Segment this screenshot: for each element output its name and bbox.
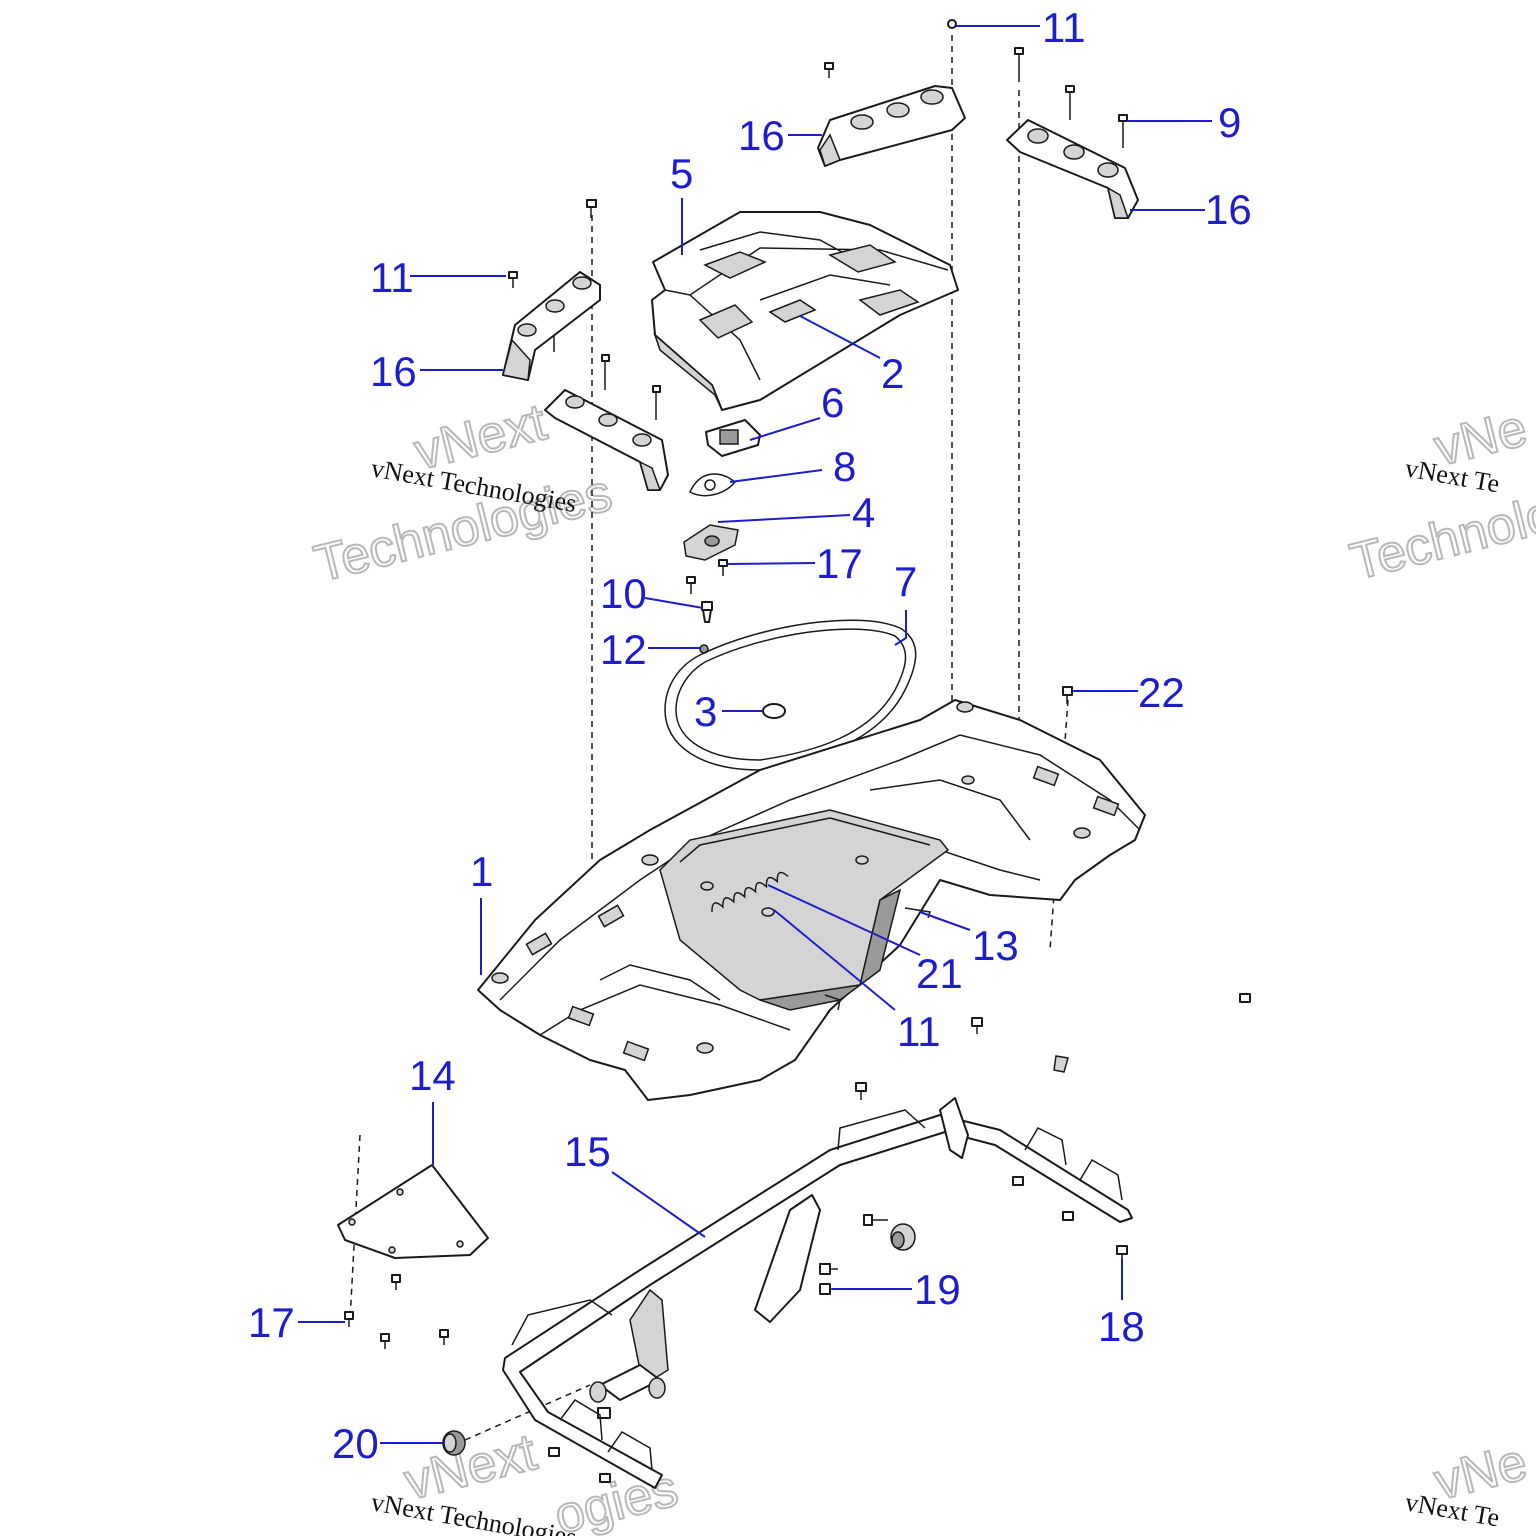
callout-4: 4 (852, 489, 875, 536)
plate-4 (683, 524, 739, 561)
callout-17-mid: 17 (816, 540, 863, 587)
bracket-16-top (817, 85, 966, 167)
bolt-long-e (652, 385, 661, 420)
nut-right (1053, 1055, 1069, 1073)
callout-14: 14 (409, 1052, 456, 1099)
bolt-long-d (601, 354, 610, 390)
screw-17-mid (718, 559, 728, 576)
bolt-center-b (1012, 1176, 1024, 1186)
screw-mid-b (686, 576, 696, 594)
callout-22: 22 (1138, 669, 1185, 716)
push-rivet-10 (701, 601, 713, 623)
bolt-bottom-c (599, 1473, 611, 1483)
callout-18: 18 (1098, 1303, 1145, 1350)
callout-7: 7 (894, 558, 917, 605)
seal-7 (664, 619, 917, 771)
callout-16-left: 16 (370, 348, 417, 395)
callout-12: 12 (600, 626, 647, 673)
callout-16-top: 16 (738, 112, 785, 159)
callout-20: 20 (332, 1420, 379, 1467)
bolt-center-a (855, 1082, 867, 1100)
bolt-long-b (1065, 85, 1075, 120)
callout-3: 3 (694, 688, 717, 735)
screw-14-a (391, 1274, 401, 1290)
bolt-bottom-b (548, 1447, 560, 1457)
callout-2: 2 (881, 350, 904, 397)
bolt-19-a (819, 1263, 838, 1275)
callout-8: 8 (833, 443, 856, 490)
fasteners (344, 19, 1251, 1483)
callout-15: 15 (564, 1128, 611, 1175)
watermark-right: vNe Technolo vNext Te (1344, 398, 1536, 593)
watermark-technologies-right: Technolo (1345, 485, 1536, 592)
callout-13: 13 (972, 922, 1019, 969)
panel-14 (337, 1164, 489, 1259)
watermark-bottom-right: vNe vNext Te (1403, 1432, 1534, 1532)
clip-3 (762, 703, 786, 719)
bolt-11-left (508, 271, 518, 288)
callout-labels: 11 9 16 16 5 11 2 16 6 8 4 17 7 10 12 22… (248, 4, 1252, 1467)
callout-21: 21 (916, 950, 963, 997)
callout-19: 19 (914, 1266, 961, 1313)
label-2 (768, 299, 817, 323)
cap-20 (442, 1430, 466, 1456)
bolt-top-a (824, 62, 834, 78)
bracket-16-left (502, 271, 601, 381)
bolt-22 (1062, 686, 1073, 704)
bracket-16-right (1006, 119, 1139, 219)
callout-6: 6 (821, 379, 844, 426)
screw-14-b (380, 1333, 390, 1349)
bolt-center-c (1062, 1211, 1074, 1221)
callout-5: 5 (670, 150, 693, 197)
callout-11-left: 11 (370, 254, 414, 301)
rack-tub-1 (477, 699, 1146, 1101)
bolt-left-top (586, 199, 597, 218)
callout-9: 9 (1218, 99, 1241, 146)
bracket-lower-left (544, 389, 669, 491)
bolt-top-11 (947, 19, 957, 29)
latch-6 (705, 419, 761, 457)
clip-8 (689, 473, 737, 497)
callout-16-right: 16 (1205, 186, 1252, 233)
screw-17-left (344, 1311, 354, 1327)
bolt-long-a (1014, 47, 1024, 82)
callout-10: 10 (600, 570, 647, 617)
callout-1: 1 (470, 848, 493, 895)
grommet (890, 1223, 916, 1251)
callout-11-bottom: 11 (897, 1008, 941, 1055)
spring-21 (711, 871, 789, 913)
bolt-right-a (1239, 993, 1251, 1003)
frame-15 (502, 1097, 1133, 1489)
callout-17-left: 17 (248, 1299, 295, 1346)
bolt-horizontal (863, 1214, 888, 1226)
bolt-right-b (971, 1017, 983, 1034)
leader-lines (298, 25, 1212, 1444)
screw-14-c (439, 1329, 449, 1345)
callout-11-top: 11 (1042, 4, 1086, 51)
bolt-9 (1118, 114, 1128, 148)
